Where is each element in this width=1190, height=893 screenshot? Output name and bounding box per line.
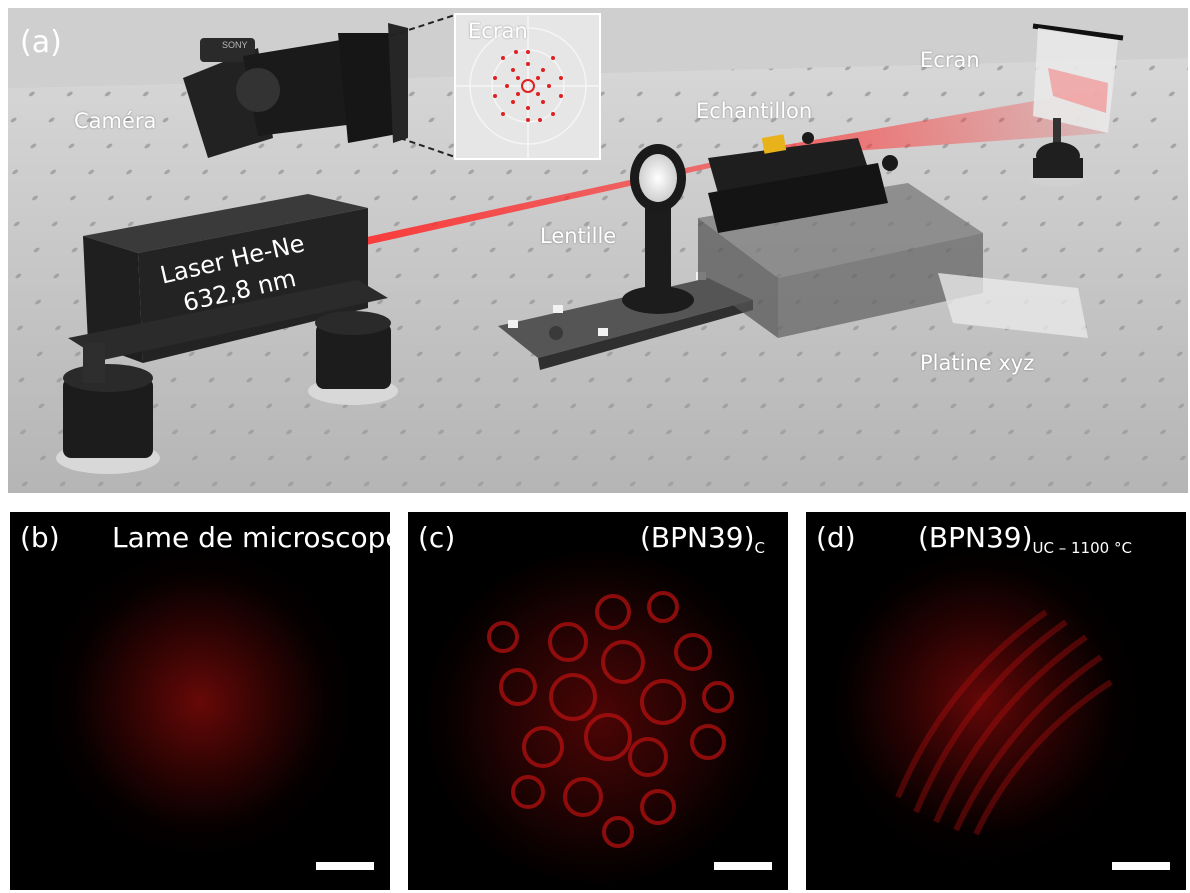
svg-text:SONY: SONY bbox=[222, 40, 248, 50]
panel-b-title: Lame de microscope bbox=[112, 521, 390, 554]
speckle-rings bbox=[487, 591, 734, 848]
label-stage: Platine xyz bbox=[920, 351, 1035, 375]
panel-letter-b: (b) bbox=[20, 521, 60, 554]
camera: SONY bbox=[183, 23, 408, 158]
panel-d-title-sub: UC – 1100 °C bbox=[1032, 539, 1132, 557]
beam-spot bbox=[836, 552, 1136, 862]
fringes bbox=[895, 609, 1113, 836]
label-camera: Caméra bbox=[74, 109, 157, 133]
label-screen-inset: Ecran bbox=[468, 19, 528, 43]
diffraction-dots bbox=[493, 50, 563, 122]
label-lens: Lentille bbox=[540, 224, 617, 248]
scale-bar bbox=[316, 862, 374, 870]
label-sample: Echantillon bbox=[696, 99, 813, 123]
panel-letter-c: (c) bbox=[418, 521, 456, 554]
lens-assembly bbox=[498, 144, 753, 370]
panel-c-title-main: (BPN39) bbox=[640, 521, 755, 554]
panel-b: (b) Lame de microscope bbox=[10, 512, 390, 890]
setup-panel: SONY bbox=[8, 8, 1188, 493]
panel-letter-d: (d) bbox=[816, 521, 856, 554]
beam-spot bbox=[50, 552, 350, 852]
panel-d-title-main: (BPN39) bbox=[918, 521, 1033, 554]
panel-d: (d) (BPN39)UC – 1100 °C bbox=[806, 512, 1186, 890]
label-screen: Ecran bbox=[920, 48, 980, 72]
xyz-stage bbox=[698, 132, 1088, 338]
panel-c-title-sub: C bbox=[754, 539, 765, 557]
screen-inset bbox=[454, 13, 601, 160]
panel-c: (c) (BPN39)C bbox=[408, 512, 788, 890]
panel-d-title: (BPN39)UC – 1100 °C bbox=[918, 521, 1132, 556]
screen bbox=[1030, 23, 1124, 187]
panel-letter-a: (a) bbox=[20, 25, 62, 60]
panel-c-title: (BPN39)C bbox=[640, 521, 765, 556]
setup-illustration: SONY bbox=[8, 8, 1188, 493]
scale-bar bbox=[714, 862, 772, 870]
scale-bar bbox=[1112, 862, 1170, 870]
laser-he-ne bbox=[56, 194, 398, 474]
